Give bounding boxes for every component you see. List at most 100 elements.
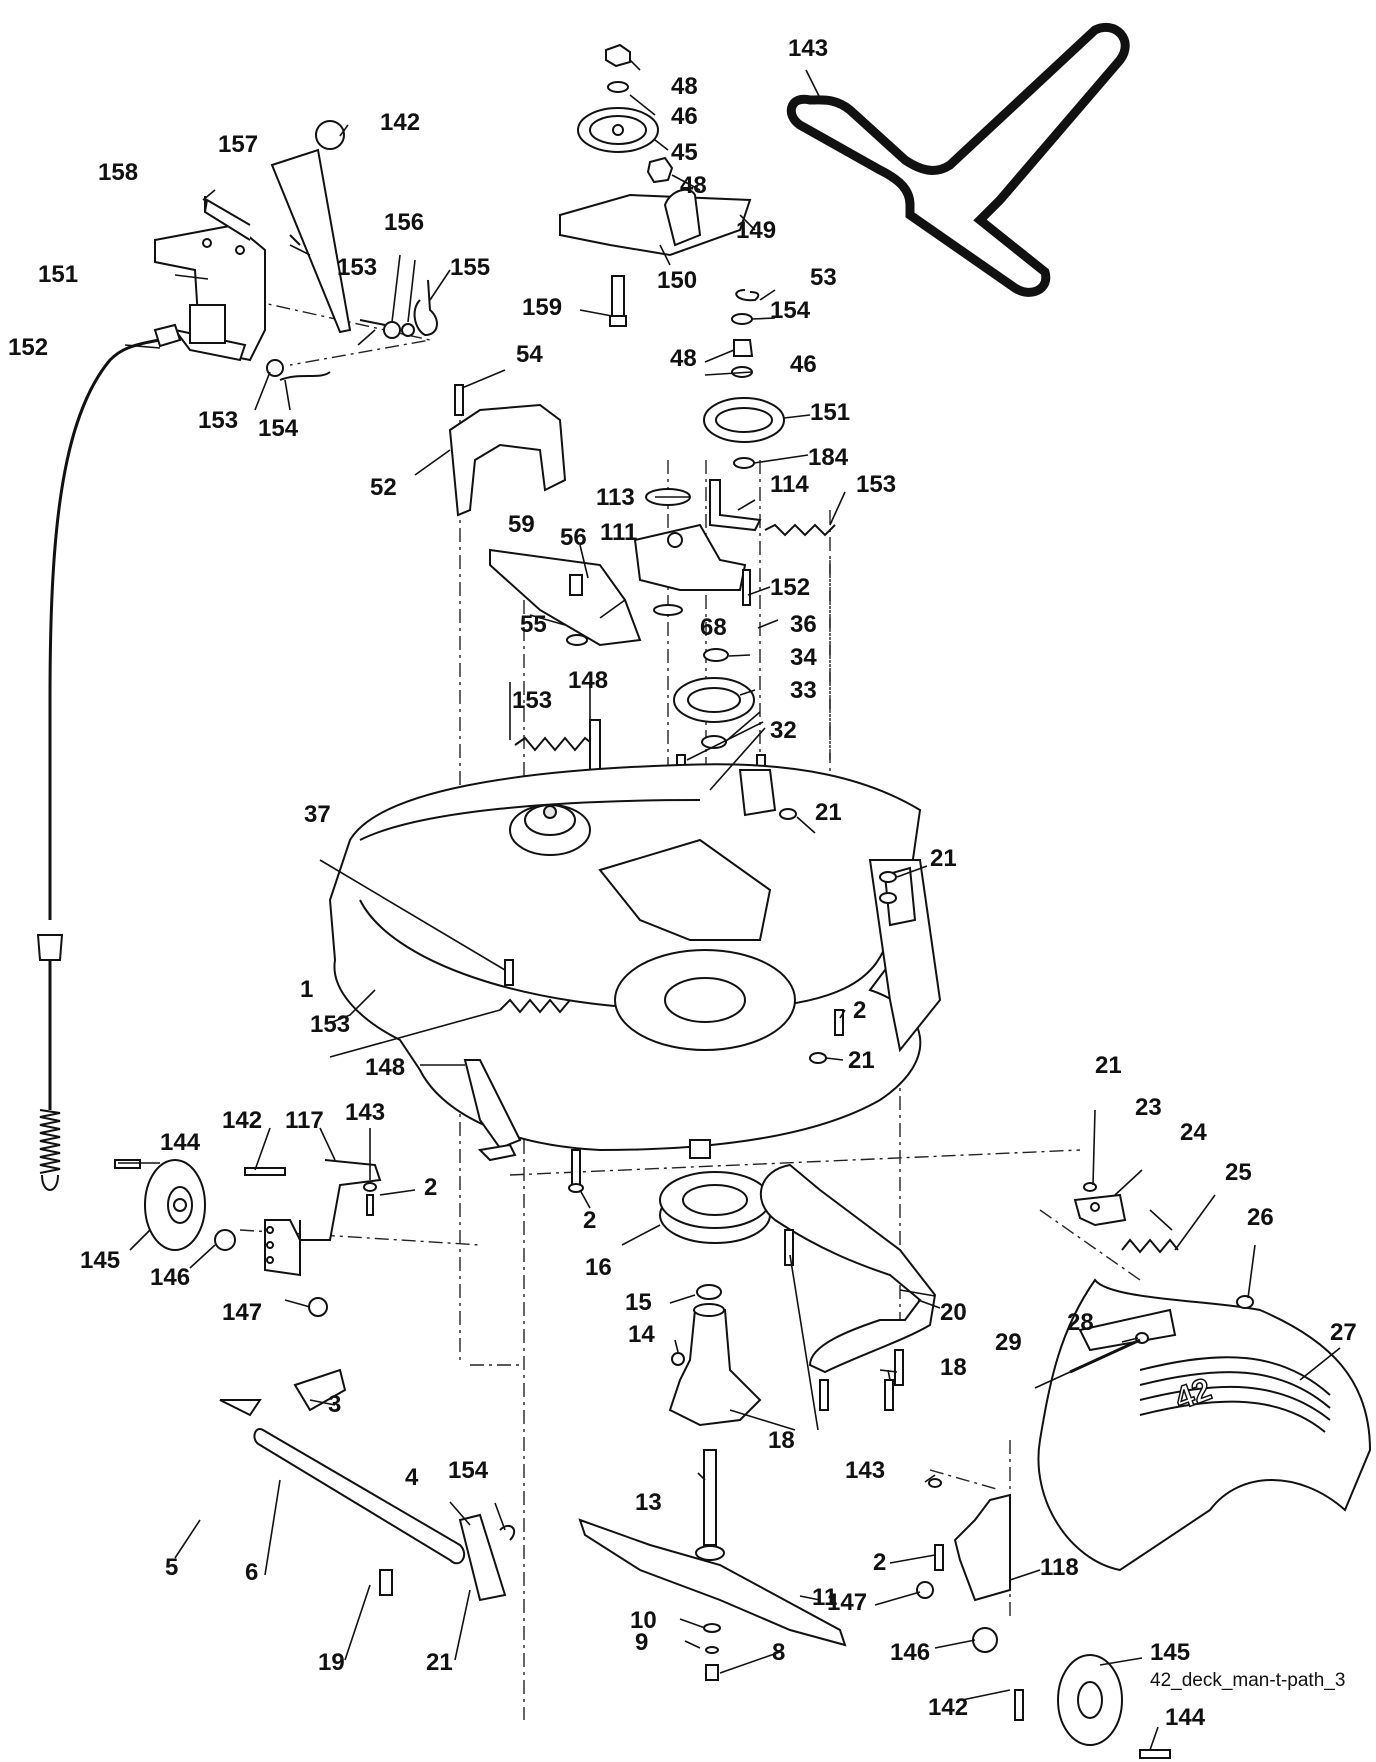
callout-116-left: 144 <box>160 1129 201 1156</box>
callout-113-left: 142 <box>222 1107 262 1134</box>
callout-31: 33 <box>790 677 817 704</box>
callout-111: 117 <box>285 1107 324 1134</box>
callout-148: 153 <box>856 471 896 498</box>
callout-40-top: 48 <box>671 73 698 100</box>
callout-117-right: 145 <box>1150 1639 1190 1666</box>
callout-24: 24 <box>1180 1119 1207 1146</box>
callout-21-c: 21 <box>848 1047 875 1074</box>
callout-40-mid: 48 <box>680 172 707 199</box>
callout-157: 157 <box>218 131 258 158</box>
callout-2-right: 2 <box>873 1549 886 1576</box>
callout-labels: 143 48 142 46 157 45 158 48 156 149 151 … <box>8 35 1357 1731</box>
callout-118-left: 147 <box>222 1299 262 1326</box>
callout-144: 150 <box>657 267 697 294</box>
callout-21-a: 21 <box>815 799 842 826</box>
figure-id: 42_deck_man-t-path_3 <box>1150 1670 1345 1691</box>
callout-2-spindle: 2 <box>583 1207 596 1234</box>
callout-153-low: 153 <box>198 407 238 434</box>
callout-143: 149 <box>736 217 776 244</box>
callout-19: 19 <box>318 1649 345 1676</box>
callout-25: 25 <box>1225 1159 1252 1186</box>
callout-27: 27 <box>1330 1319 1357 1346</box>
callout-36: 45 <box>671 139 698 166</box>
callout-28: 28 <box>1067 1309 1094 1336</box>
callout-26: 26 <box>1247 1204 1274 1231</box>
callout-29: 29 <box>995 1329 1022 1356</box>
callout-2-left: 2 <box>424 1174 437 1201</box>
callout-153-top: 153 <box>337 254 377 281</box>
callout-154: 154 <box>258 415 299 442</box>
callout-155: 155 <box>450 254 490 281</box>
callout-16: 16 <box>585 1254 612 1281</box>
callout-34: 37 <box>304 801 331 828</box>
callout-2-deck: 2 <box>853 997 866 1024</box>
callout-142-top: 148 <box>568 667 608 694</box>
callout-113-right: 142 <box>928 1694 968 1721</box>
callout-56: 113 <box>596 484 635 511</box>
callout-40-low: 48 <box>670 345 697 372</box>
callout-18-right: 18 <box>940 1354 967 1381</box>
callout-4: 4 <box>405 1464 419 1491</box>
callout-8: 8 <box>772 1639 785 1666</box>
callout-30: 32 <box>770 717 797 744</box>
callout-37-top: 46 <box>671 103 698 130</box>
drive-belt <box>786 22 1130 297</box>
callout-5: 5 <box>165 1554 178 1581</box>
callout-53: 59 <box>508 511 535 538</box>
callout-149: 154 <box>448 1457 489 1484</box>
callout-156: 156 <box>384 209 424 236</box>
callout-147-top: 153 <box>512 687 552 714</box>
callout-23: 23 <box>1135 1094 1162 1121</box>
leader-lines <box>118 59 1341 1751</box>
callout-147-low: 153 <box>310 1011 350 1038</box>
callout-9: 9 <box>635 1629 648 1656</box>
callout-33: 36 <box>790 611 817 638</box>
callout-10: 10 <box>630 1607 657 1634</box>
callout-21-d: 21 <box>1095 1052 1122 1079</box>
callout-21-e: 21 <box>426 1649 453 1676</box>
callout-20: 20 <box>940 1299 967 1326</box>
callout-21-b: 21 <box>930 845 957 872</box>
callout-67: 142 <box>380 109 420 136</box>
callout-142-low: 148 <box>365 1054 405 1081</box>
callout-6: 6 <box>245 1559 258 1586</box>
callout-55: 111 <box>600 519 637 546</box>
callout-150: 154 <box>770 297 811 324</box>
callout-15: 15 <box>625 1289 652 1316</box>
callout-159: 159 <box>522 294 562 321</box>
callout-52: 56 <box>560 524 587 551</box>
callout-184: 184 <box>808 444 849 471</box>
callout-32: 34 <box>790 644 817 671</box>
callout-11: 11 <box>812 1584 837 1611</box>
callout-116-right: 144 <box>1165 1704 1206 1731</box>
callout-118-right: 147 <box>827 1589 867 1616</box>
callout-54: 68 <box>700 614 727 641</box>
callout-13: 13 <box>635 1489 662 1516</box>
left-gauge-wheel-assembly <box>114 1159 516 1602</box>
callout-14: 14 <box>628 1321 655 1348</box>
discharge-shroud: 42 <box>1037 1182 1372 1572</box>
callout-117-left: 145 <box>80 1247 120 1274</box>
mower-deck <box>328 763 942 1193</box>
callout-44: 52 <box>370 474 397 501</box>
callout-18-low: 18 <box>768 1427 795 1454</box>
spindle-assembly <box>578 1171 847 1681</box>
callout-37-low: 46 <box>790 351 817 378</box>
callout-114-right: 143 <box>845 1457 885 1484</box>
callout-119-right: 146 <box>890 1639 930 1666</box>
callout-45: 53 <box>810 264 837 291</box>
callout-114-left: 143 <box>345 1099 385 1126</box>
guard-and-bracket <box>448 384 642 792</box>
callout-59: 114 <box>770 471 809 498</box>
right-gauge-wheel-assembly <box>916 1478 1171 1759</box>
callout-48: 55 <box>520 611 547 638</box>
baffle <box>759 1163 937 1411</box>
callout-46: 54 <box>516 341 543 368</box>
lift-lever-assembly <box>36 120 438 1191</box>
callout-68: 143 <box>788 35 828 62</box>
callout-119-left: 146 <box>150 1264 190 1291</box>
callout-152: 152 <box>8 334 48 361</box>
callout-151: 151 <box>38 261 78 288</box>
callout-146: 152 <box>770 574 810 601</box>
